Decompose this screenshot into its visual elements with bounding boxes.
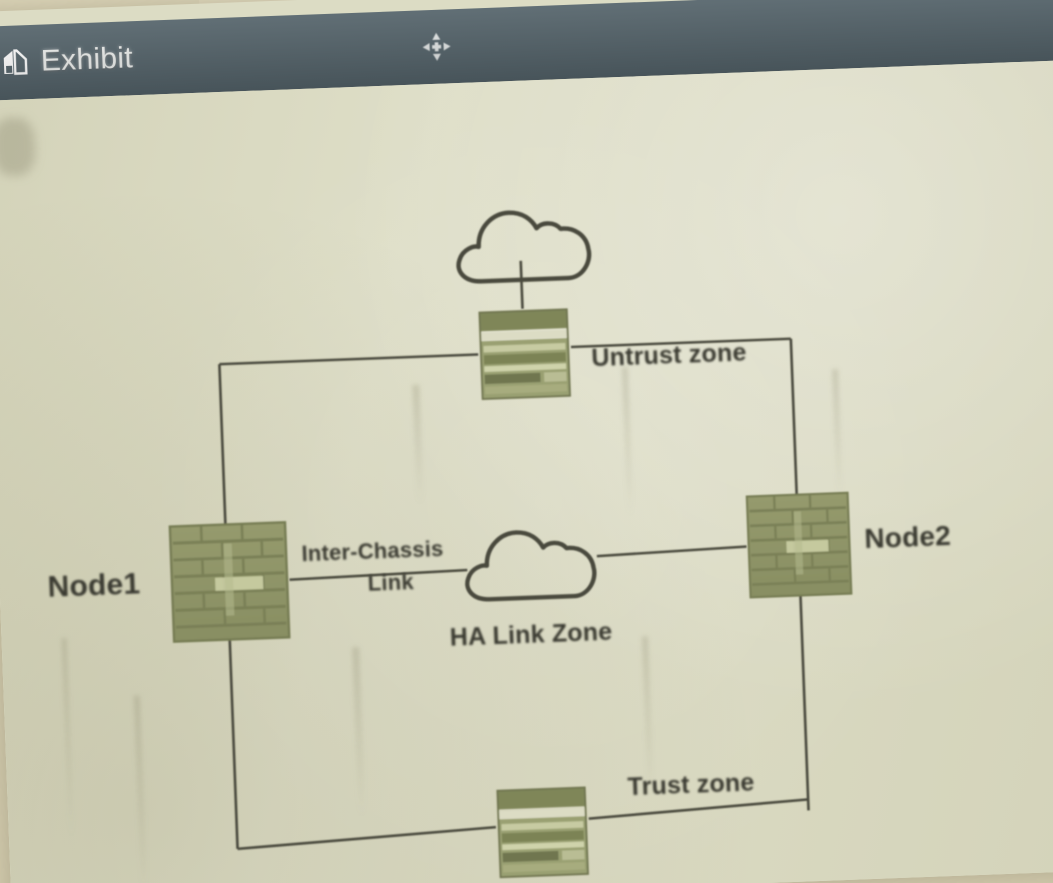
node1-firewall[interactable] bbox=[168, 520, 291, 644]
link-node1-to-ha-cloud bbox=[289, 568, 468, 582]
label-node1: Node1 bbox=[47, 567, 141, 603]
switch-icon bbox=[478, 308, 571, 400]
window-title: Exhibit bbox=[40, 41, 134, 78]
cloud-icon bbox=[457, 210, 590, 282]
link-trust-bus-left bbox=[237, 825, 497, 851]
exhibit-image-icon bbox=[3, 49, 28, 75]
exhibit-canvas: Untrust zone Node1 Inter-Chassis Link HA… bbox=[0, 59, 1053, 883]
label-ha-link-zone: HA Link Zone bbox=[449, 618, 613, 652]
link-untrust-bus-right bbox=[570, 337, 791, 349]
switch-icon bbox=[496, 786, 590, 879]
label-trust-zone: Trust zone bbox=[627, 768, 755, 801]
link-untrust-bus-left bbox=[219, 353, 479, 366]
link-ha-cloud-to-node2 bbox=[596, 545, 747, 558]
ha-link-cloud[interactable] bbox=[465, 530, 595, 600]
network-diagram: Untrust zone Node1 Inter-Chassis Link HA… bbox=[47, 60, 952, 879]
topology-link-lines bbox=[218, 260, 810, 851]
untrust-cloud[interactable] bbox=[457, 210, 590, 282]
cloud-icon bbox=[465, 530, 595, 600]
label-untrust-zone: Untrust zone bbox=[591, 338, 747, 372]
label-node2: Node2 bbox=[864, 520, 952, 554]
untrust-switch-node[interactable] bbox=[478, 308, 571, 400]
trust-switch-node[interactable] bbox=[496, 786, 590, 879]
node2-firewall[interactable] bbox=[745, 491, 853, 599]
firewall-icon bbox=[745, 491, 853, 599]
link-trust-bus-right bbox=[588, 798, 809, 820]
link-cloud-to-untrust-switch bbox=[519, 260, 524, 309]
label-inter-chassis-line1: Inter-Chassis bbox=[301, 536, 444, 566]
move-four-arrows-icon[interactable] bbox=[419, 29, 454, 64]
label-inter-chassis-line2: Link bbox=[367, 569, 414, 596]
firewall-icon bbox=[168, 520, 291, 644]
window-title-bar: Exhibit bbox=[0, 0, 1053, 101]
